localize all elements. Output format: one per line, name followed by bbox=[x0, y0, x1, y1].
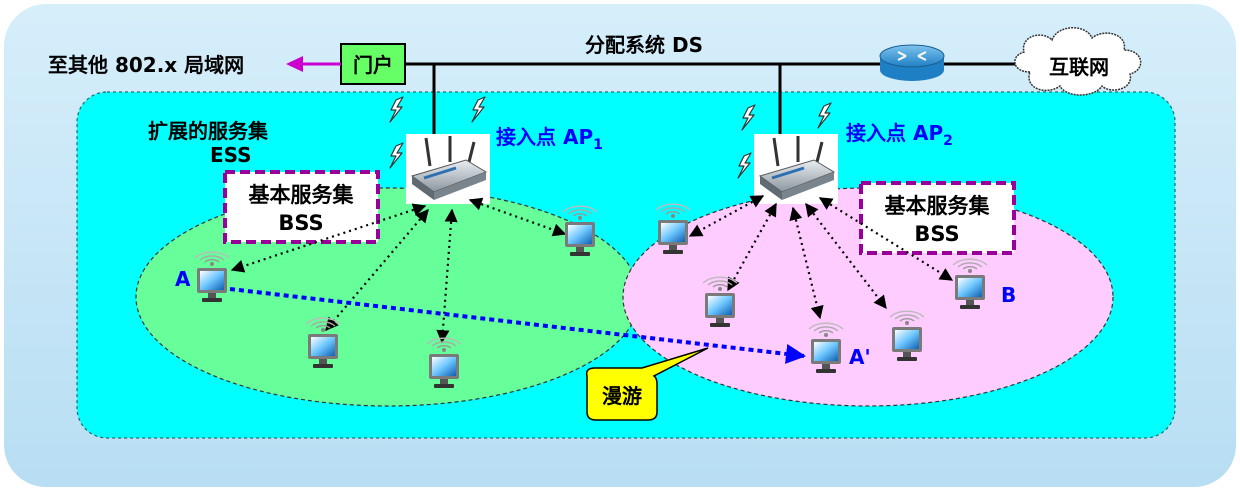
ap2-icon bbox=[752, 132, 840, 206]
portal-box bbox=[340, 43, 406, 85]
ess-label-line2: ESS bbox=[210, 143, 252, 167]
bss1-label-line2: BSS bbox=[278, 211, 323, 235]
cloud-icon bbox=[1014, 27, 1142, 96]
other-lan-label: 至其他 802.x 局域网 bbox=[48, 53, 244, 77]
roaming-arrow bbox=[229, 287, 806, 364]
internet-label: 互联网 bbox=[1049, 55, 1109, 79]
ap1-icon bbox=[404, 132, 492, 206]
bss2-links bbox=[688, 195, 954, 320]
router-icon bbox=[879, 44, 945, 81]
other-lan-arrow-head bbox=[286, 56, 303, 72]
station-b-label: B bbox=[1001, 283, 1016, 307]
roaming-callout bbox=[585, 347, 709, 421]
portal-label: 门户 bbox=[353, 53, 393, 77]
bss1-label-line1: 基本服务集 bbox=[249, 183, 355, 207]
bss2-label-line2: BSS bbox=[914, 222, 959, 246]
ap2-label: 接入点 AP2 bbox=[846, 121, 953, 149]
station-a-label: A bbox=[175, 267, 191, 291]
station-a-prime-label: A' bbox=[849, 345, 871, 369]
ds-label: 分配系统 DS bbox=[585, 33, 703, 57]
bss1-links bbox=[230, 197, 567, 344]
roaming-label: 漫游 bbox=[602, 384, 642, 408]
ap1-label: 接入点 AP1 bbox=[496, 125, 603, 153]
bss2-label-line1: 基本服务集 bbox=[885, 194, 991, 218]
ess-label-line1: 扩展的服务集 bbox=[148, 119, 269, 143]
